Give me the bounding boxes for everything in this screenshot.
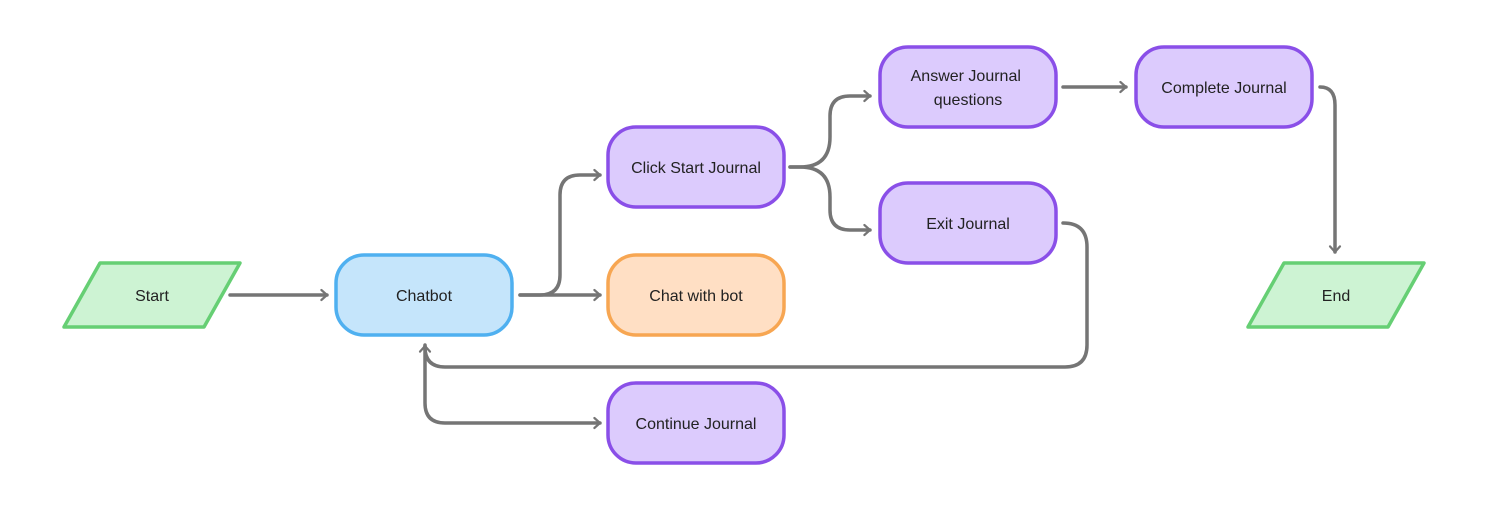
edge-click-start-to-answer <box>788 89 872 169</box>
node-complete-journal[interactable]: Complete Journal <box>1134 45 1314 129</box>
answer-journal-questions-line2: questions <box>934 92 1003 109</box>
continue-journal-label: Continue Journal <box>636 416 757 433</box>
edge-exit-to-chatbot <box>418 221 1089 369</box>
edge-complete-to-end <box>1318 85 1342 254</box>
edge-chatbot-to-continue-journal <box>423 343 602 430</box>
edge-click-start-to-exit <box>788 165 872 237</box>
node-chat-with-bot[interactable]: Chat with bot <box>606 253 786 337</box>
node-click-start-journal[interactable]: Click Start Journal <box>606 125 786 209</box>
node-start[interactable]: Start <box>62 261 242 329</box>
node-exit-journal[interactable]: Exit Journal <box>878 181 1058 265</box>
click-start-journal-shape <box>606 125 786 209</box>
chatbot-label: Chatbot <box>396 288 453 305</box>
exit-journal-label: Exit Journal <box>926 216 1010 233</box>
edges <box>228 80 1342 430</box>
node-chatbot[interactable]: Chatbot <box>334 253 514 337</box>
answer-journal-questions-line1: Answer Journal <box>911 68 1021 85</box>
node-answer-journal-questions[interactable]: Answer Journal questions <box>878 45 1058 129</box>
end-label: End <box>1322 288 1350 305</box>
chat-with-bot-shape <box>606 253 786 337</box>
end-shape <box>1246 261 1426 329</box>
chatbot-shape <box>334 253 514 337</box>
edge-chatbot-to-click-start <box>518 168 602 297</box>
complete-journal-label: Complete Journal <box>1161 80 1286 97</box>
exit-journal-shape <box>878 181 1058 265</box>
click-start-journal-label: Click Start Journal <box>631 160 761 177</box>
complete-journal-shape <box>1134 45 1314 129</box>
continue-journal-shape <box>606 381 786 465</box>
answer-journal-questions-shape <box>878 45 1058 129</box>
start-label: Start <box>135 288 169 305</box>
chat-with-bot-label: Chat with bot <box>649 288 743 305</box>
start-shape <box>62 261 242 329</box>
node-end[interactable]: End <box>1246 261 1426 329</box>
node-continue-journal[interactable]: Continue Journal <box>606 381 786 465</box>
answer-journal-questions-label: Answer Journal questions <box>911 68 1026 109</box>
